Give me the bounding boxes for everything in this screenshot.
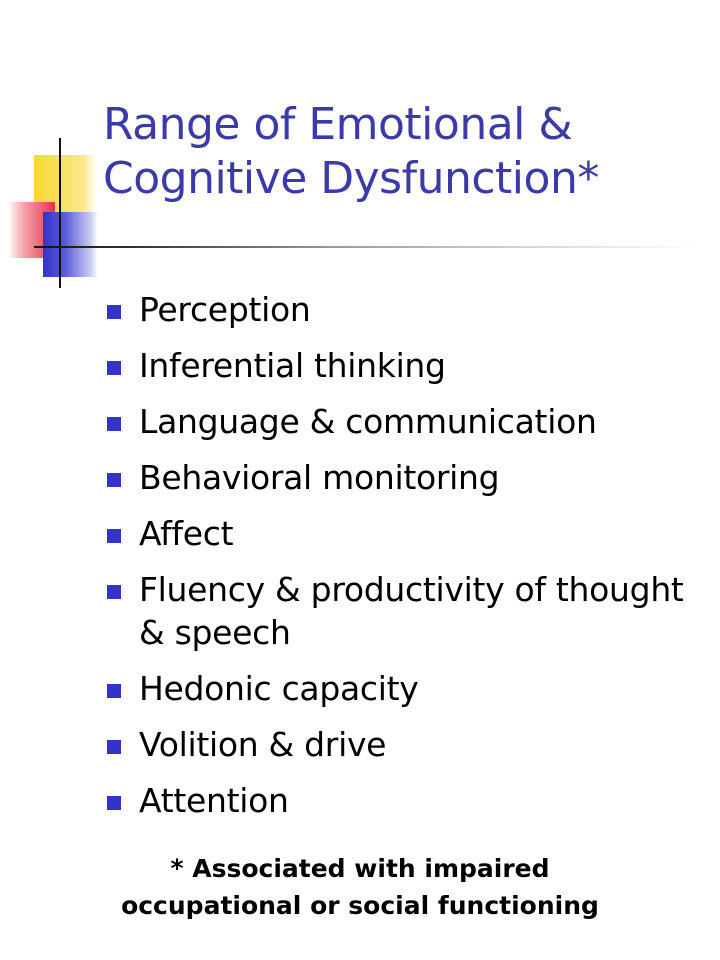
list-item-text: Perception bbox=[139, 290, 311, 329]
slide-title-line-1: Range of Emotional & bbox=[103, 99, 573, 150]
list-item: Fluency & productivity of thought & spee… bbox=[103, 568, 703, 654]
list-item-text: Hedonic capacity bbox=[139, 669, 419, 708]
list-item: Inferential thinking bbox=[103, 344, 703, 387]
bullet-square-icon bbox=[107, 529, 121, 543]
bullet-square-icon bbox=[107, 361, 121, 375]
list-item-text: Attention bbox=[139, 781, 289, 820]
list-item: Hedonic capacity bbox=[103, 667, 703, 710]
list-item: Volition & drive bbox=[103, 723, 703, 766]
slide-title-line-2: Cognitive Dysfunction* bbox=[103, 153, 599, 204]
logo-blue-block bbox=[43, 212, 98, 277]
footnote-line-1: * Associated with impaired bbox=[170, 854, 550, 883]
list-item: Attention bbox=[103, 779, 703, 822]
bullet-square-icon bbox=[107, 473, 121, 487]
bullet-square-icon bbox=[107, 740, 121, 754]
list-item-text: Behavioral monitoring bbox=[139, 458, 500, 497]
list-item: Language & communication bbox=[103, 400, 703, 443]
bullet-square-icon bbox=[107, 585, 121, 599]
list-item: Behavioral monitoring bbox=[103, 456, 703, 499]
bullet-square-icon bbox=[107, 305, 121, 319]
slide-title: Range of Emotional & Cognitive Dysfuncti… bbox=[103, 98, 713, 206]
logo-vertical-line bbox=[59, 138, 61, 288]
bullet-square-icon bbox=[107, 417, 121, 431]
footnote: * Associated with impaired occupational … bbox=[40, 850, 680, 924]
list-item-text: Language & communication bbox=[139, 402, 597, 441]
bullet-list: Perception Inferential thinking Language… bbox=[103, 288, 703, 835]
list-item-text: Inferential thinking bbox=[139, 346, 446, 385]
list-item-text: Affect bbox=[139, 514, 234, 553]
list-item: Perception bbox=[103, 288, 703, 331]
bullet-square-icon bbox=[107, 684, 121, 698]
footnote-line-2: occupational or social functioning bbox=[121, 891, 599, 920]
list-item-text: Volition & drive bbox=[139, 725, 387, 764]
list-item: Affect bbox=[103, 512, 703, 555]
list-item-text: Fluency & productivity of thought & spee… bbox=[139, 570, 684, 652]
title-underline bbox=[34, 246, 700, 248]
bullet-square-icon bbox=[107, 796, 121, 810]
